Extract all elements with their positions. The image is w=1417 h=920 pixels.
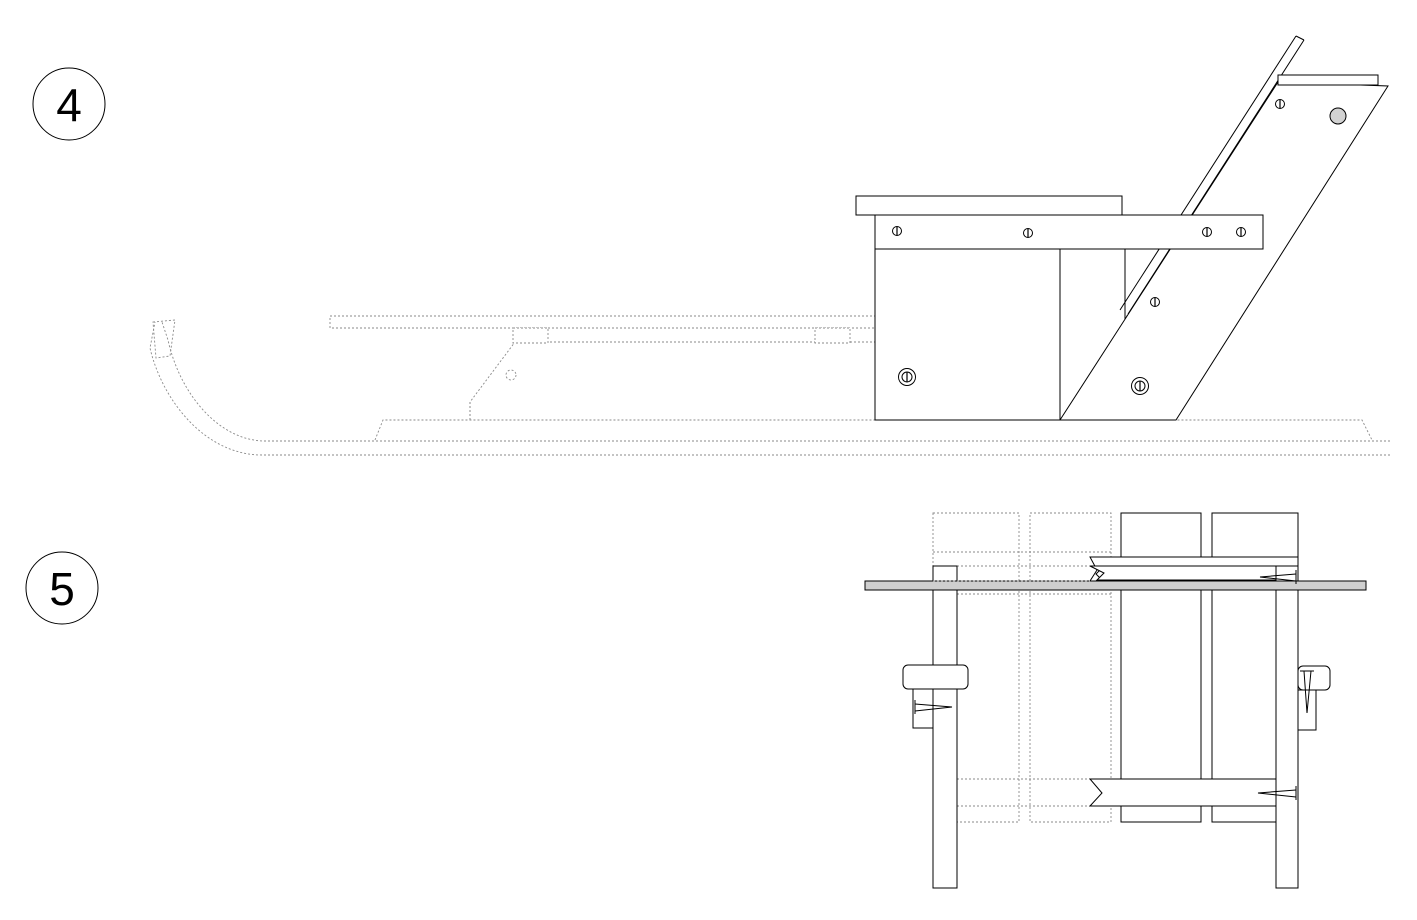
step-5-number: 5 <box>49 563 75 615</box>
slotted-screw-icon <box>1275 99 1285 109</box>
upper-crosspiece-lower <box>1089 565 1277 581</box>
slotted-screw-icon <box>1150 297 1160 307</box>
sled-runner-outline <box>149 319 1390 456</box>
pivot-hole-outline <box>505 369 517 381</box>
nail-icon <box>1257 786 1297 800</box>
step-4-number: 4 <box>56 79 82 131</box>
chair-front-leg-block <box>874 247 1061 421</box>
bolt-icon <box>1131 377 1149 395</box>
bolt-icon <box>898 368 916 386</box>
seat-side-rail <box>874 214 1264 250</box>
slotted-screw-icon <box>1236 227 1246 237</box>
right-leg <box>1275 565 1299 889</box>
seat-board <box>855 195 1123 216</box>
right-side-knob <box>1297 665 1331 691</box>
step-4-badge: 4 <box>32 67 106 141</box>
nail-icon <box>1259 570 1297 584</box>
slotted-screw-icon <box>892 226 902 236</box>
sled-slat-outline-2 <box>1029 512 1112 823</box>
nail-icon <box>914 700 953 714</box>
slotted-screw-icon <box>1202 227 1212 237</box>
backrest-top-cap <box>1277 74 1379 86</box>
nail-icon <box>1300 670 1314 714</box>
clamp-block-left <box>512 327 549 344</box>
left-leg <box>932 565 958 889</box>
backrest-slat-back-edge <box>1119 35 1297 311</box>
upper-crosspiece <box>1089 556 1299 582</box>
slanted-rear-leg <box>1059 81 1389 421</box>
left-knob-stem <box>912 688 934 729</box>
step-5-badge: 5 <box>25 551 99 625</box>
step-5-front-view <box>864 512 1367 889</box>
lower-crosspiece <box>1088 778 1277 807</box>
left-side-knob <box>902 664 969 690</box>
step-4-side-view <box>149 35 1390 456</box>
clamp-block-right <box>814 327 851 344</box>
base-slat-outline <box>374 419 1373 441</box>
backrest-knob <box>1329 107 1347 125</box>
axle-rod <box>864 580 1367 591</box>
sled-slat-outline-1 <box>932 512 1020 823</box>
slotted-screw-icon <box>1023 228 1033 238</box>
